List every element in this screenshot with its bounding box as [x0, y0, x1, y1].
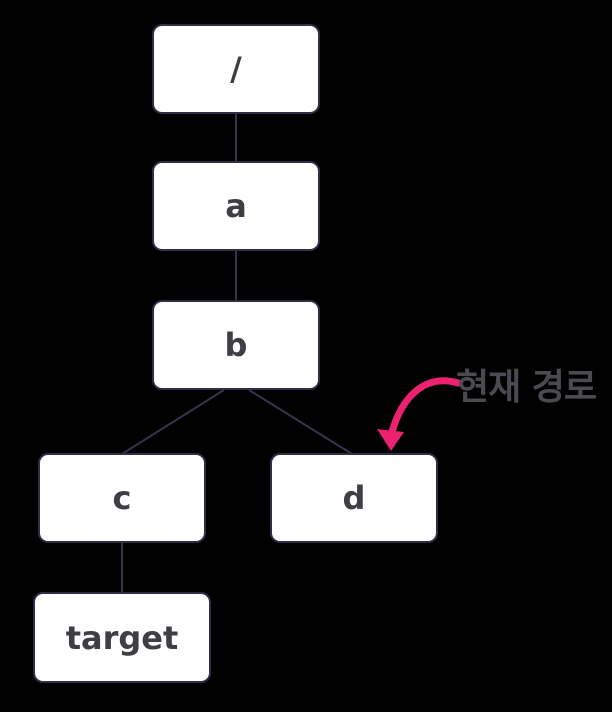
node-c-label: c	[112, 479, 132, 517]
edge-b-d	[248, 389, 353, 455]
current-path-arrow	[388, 377, 462, 436]
current-path-label: 현재 경로	[456, 367, 597, 408]
node-d-label: d	[342, 479, 366, 517]
edge-b-c	[121, 389, 225, 455]
node-c: c	[38, 453, 206, 543]
node-a-label: a	[225, 187, 247, 225]
node-d: d	[270, 453, 438, 543]
node-root: /	[152, 24, 320, 114]
node-b-label: b	[224, 326, 248, 364]
node-b: b	[152, 300, 320, 390]
node-root-label: /	[230, 50, 242, 88]
node-target-label: target	[65, 618, 179, 657]
node-target: target	[33, 592, 211, 683]
node-a: a	[152, 161, 320, 251]
current-path-arrowhead	[377, 429, 404, 451]
